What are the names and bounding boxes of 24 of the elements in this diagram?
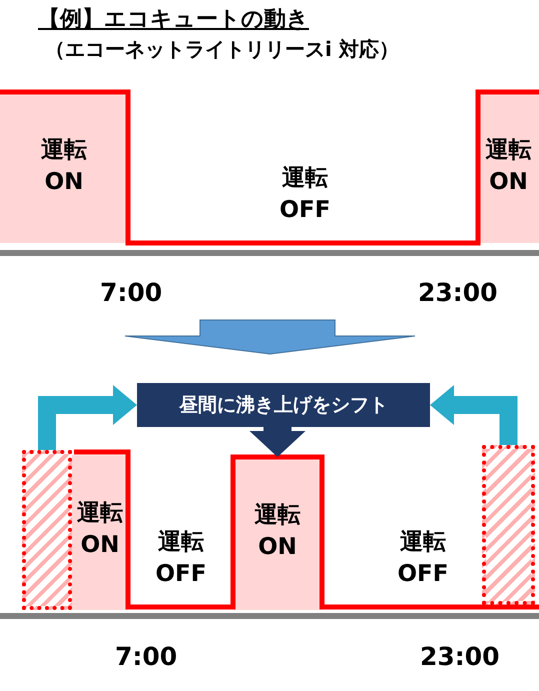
state-label: 運転 OFF [396, 528, 450, 589]
on-period-block [0, 92, 128, 243]
arrow [38, 385, 137, 450]
state-label: 運転 OFF [154, 528, 208, 589]
time-label: 7:00 [100, 278, 162, 307]
arrow [250, 427, 306, 457]
time-label: 23:00 [420, 642, 500, 671]
state-label: 運転 ON [254, 501, 302, 562]
time-label: 7:00 [115, 642, 178, 671]
state-label: 運転 ON [484, 136, 532, 197]
time-label: 23:00 [418, 278, 498, 307]
on-period-block [478, 92, 539, 243]
on-period-block [233, 457, 322, 610]
state-label: 運転 ON [40, 136, 88, 197]
subtitle: （エコーネットライトリリースi 対応） [45, 36, 399, 63]
state-label: 運転 ON [76, 499, 124, 560]
hatched-box [482, 445, 535, 605]
arrow [430, 385, 518, 445]
on-period-block [72, 455, 128, 610]
title: 【例】エコキュートの動き [38, 6, 309, 34]
banner [137, 383, 430, 427]
banner-text: 昼間に沸き上げをシフト [179, 393, 388, 418]
hatched-box [22, 450, 72, 610]
state-label: 運転 OFF [278, 164, 332, 225]
